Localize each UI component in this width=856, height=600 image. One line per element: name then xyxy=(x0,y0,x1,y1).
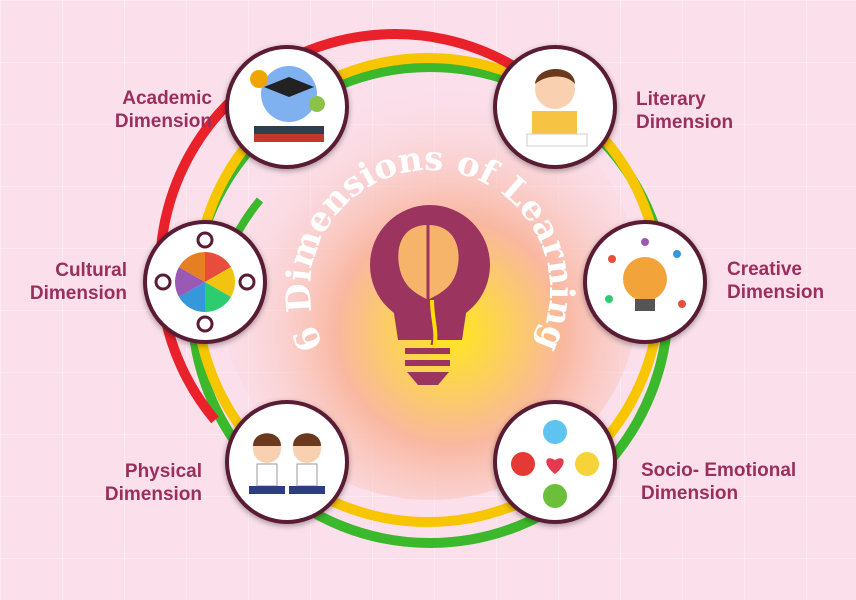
graduation-bulb-icon xyxy=(250,66,325,142)
boy-writing-icon xyxy=(526,69,588,147)
cultural-circle-icon xyxy=(154,231,256,333)
cultural-node[interactable] xyxy=(143,220,267,344)
creative-head-icon xyxy=(605,238,686,311)
academic-node[interactable] xyxy=(225,45,349,169)
physical-node[interactable] xyxy=(225,400,349,524)
kids-yoga-icon xyxy=(249,433,325,494)
socio-emotional-node[interactable] xyxy=(493,400,617,524)
brain-bulb-icon xyxy=(370,205,490,385)
literary-node[interactable] xyxy=(493,45,617,169)
emotions-cycle-icon xyxy=(511,420,599,508)
creative-node[interactable] xyxy=(583,220,707,344)
